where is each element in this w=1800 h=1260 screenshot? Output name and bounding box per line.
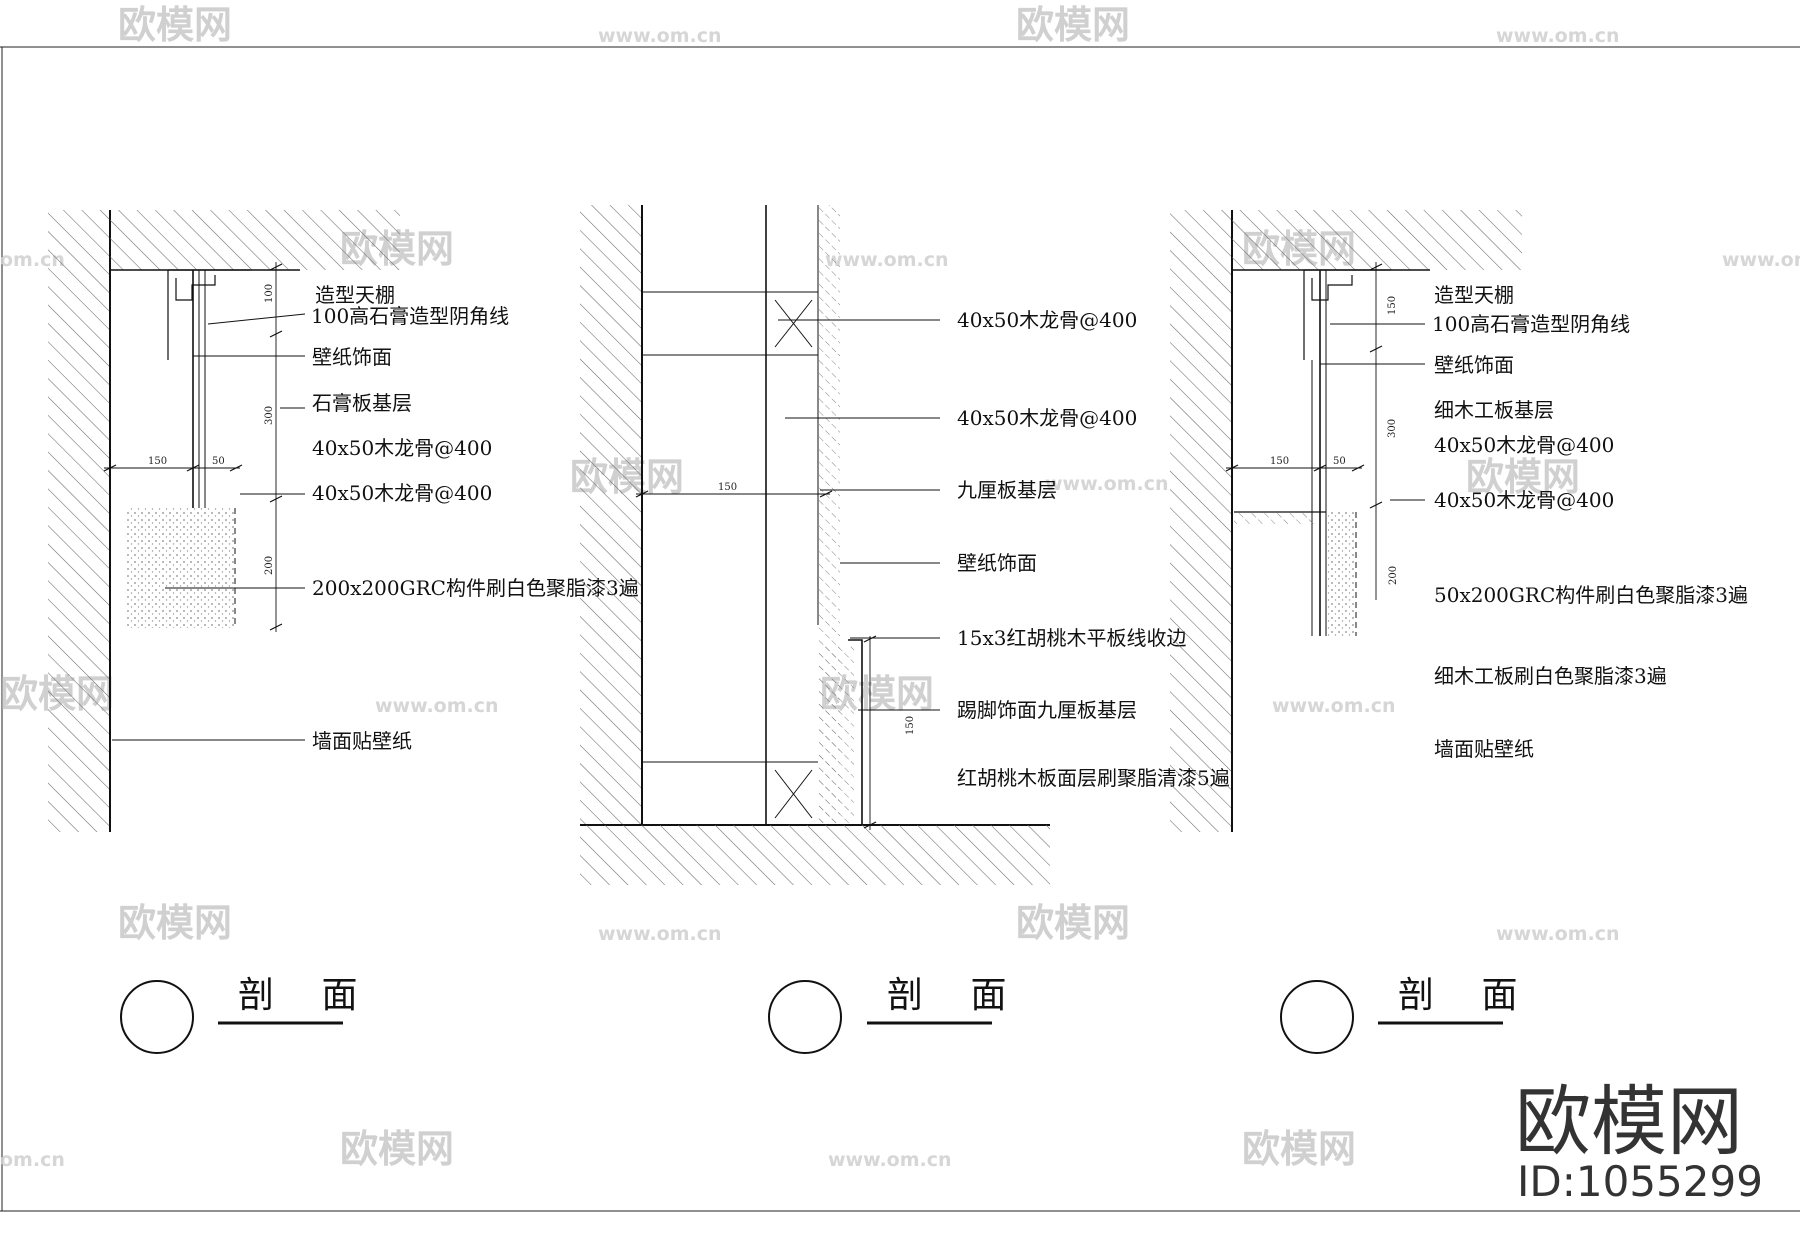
ceiling-slab-hatch <box>1232 210 1522 270</box>
label-wood-keel-2: 40x50木龙骨@400 <box>957 406 1137 430</box>
watermark-url: www.om.cn <box>1272 695 1396 717</box>
section-symbol-circle <box>1280 980 1354 1054</box>
gypsum-cornice <box>167 269 250 360</box>
watermark-url: www.om.cn <box>1496 25 1620 47</box>
label-wall-wallpaper: 墙面贴壁纸 <box>1434 737 1534 761</box>
watermark-url: www.om.cn <box>598 923 722 945</box>
leader-lines <box>112 313 306 741</box>
label-wallpaper-finish: 壁纸饰面 <box>1434 353 1514 377</box>
watermark-url: www.om.cn <box>375 695 499 717</box>
label-wall-wallpaper: 墙面贴壁纸 <box>312 729 412 753</box>
watermark-brand: 欧模网 <box>118 3 232 47</box>
watermark-url: www.om.cn <box>825 249 949 271</box>
grc-component <box>1326 512 1356 636</box>
label-grc-component: 50x200GRC构件刷白色聚脂漆3遍 <box>1434 583 1748 607</box>
section-2: 150 150 40x50木龙骨@400 40x50木龙骨@400 九厘板基层 … <box>580 205 1230 1054</box>
watermark-url: www.om.cn <box>1722 249 1800 271</box>
label-wallpaper-finish: 壁纸饰面 <box>957 551 1037 575</box>
dim-text: 100 <box>264 284 275 303</box>
label-wood-keel-1: 40x50木龙骨@400 <box>1434 433 1614 457</box>
brand-logo-text: 欧模网 <box>1515 1077 1743 1166</box>
label-wood-keel-1: 40x50木龙骨@400 <box>312 436 492 460</box>
label-blockboard-paint: 细木工板刷白色聚脂漆3遍 <box>1434 664 1667 688</box>
section-title: 剖 面 <box>887 975 1024 1016</box>
floor-slab-hatch <box>580 825 1050 885</box>
label-wood-keel-1: 40x50木龙骨@400 <box>957 308 1137 332</box>
model-id-text: ID:1055299 <box>1517 1157 1763 1206</box>
wood-keel-blocks <box>642 291 818 819</box>
label-gypsum-base: 石膏板基层 <box>312 391 412 415</box>
dim-text: 150 <box>905 716 916 735</box>
section-title: 剖 面 <box>238 975 375 1016</box>
dim-text: 300 <box>264 406 275 425</box>
label-shaped-ceiling: 造型天棚 <box>1434 283 1514 307</box>
leader-lines <box>778 319 940 826</box>
label-wood-keel-2: 40x50木龙骨@400 <box>1434 488 1614 512</box>
dim-text: 300 <box>1387 419 1398 438</box>
label-wood-keel-2: 40x50木龙骨@400 <box>312 481 492 505</box>
watermark-brand: 欧模网 <box>340 1127 454 1171</box>
label-plywood-base: 九厘板基层 <box>957 478 1057 502</box>
leader-lines <box>1320 323 1425 501</box>
watermark-brand: 欧模网 <box>1242 1127 1356 1171</box>
skirting-board <box>848 639 863 825</box>
dim-text: 50 <box>212 456 225 467</box>
ceiling-slab-hatch <box>110 210 400 270</box>
label-wallpaper-finish: 壁纸饰面 <box>312 345 392 369</box>
label-blockboard-base: 细木工板基层 <box>1434 398 1554 422</box>
section-symbol-circle <box>120 980 194 1054</box>
dim-text: 150 <box>148 456 167 467</box>
watermark-url: www.om.cn <box>598 25 722 47</box>
label-cornice: 100高石膏造型阴角线 <box>1432 312 1630 336</box>
watermark-brand: 欧模网 <box>1466 455 1580 499</box>
section-1: 100 300 200 150 50 造型天棚 100高石膏造型阴角线 壁纸饰面… <box>48 210 639 1054</box>
label-cornice: 100高石膏造型阴角线 <box>311 304 509 328</box>
dim-text: 150 <box>718 482 737 493</box>
skirting-base-hatch <box>818 645 854 825</box>
label-skirting-base: 踢脚饰面九厘板基层 <box>957 698 1137 722</box>
watermark-brand: 欧模网 <box>1016 3 1130 47</box>
dim-text: 200 <box>264 556 275 575</box>
watermark-brand: 欧模网 <box>1016 901 1130 945</box>
grc-component <box>125 508 235 628</box>
dim-text: 200 <box>1388 566 1399 585</box>
label-walnut-trim: 15x3红胡桃木平板线收边 <box>957 626 1186 650</box>
wall-hatch <box>48 210 110 832</box>
wall-hatch <box>1170 210 1232 832</box>
section-3: 150 300 200 150 50 造型天棚 100高石膏造型阴角线 壁纸饰面… <box>1170 210 1748 1054</box>
section-symbol-circle <box>768 980 842 1054</box>
watermark-url: www.om.cn <box>1045 473 1169 495</box>
watermark-brand: 欧模网 <box>118 901 232 945</box>
dim-text: 50 <box>1333 456 1346 467</box>
wall-hatch <box>580 205 642 825</box>
gypsum-cornice <box>1303 269 1390 360</box>
watermark-url: om.cn <box>0 1149 65 1171</box>
watermark-url: www.om.cn <box>828 1149 952 1171</box>
label-shaped-ceiling: 造型天棚 <box>315 283 395 307</box>
dim-text: 150 <box>1270 456 1289 467</box>
section-title: 剖 面 <box>1398 975 1535 1016</box>
watermark-url: www.om.cn <box>1496 923 1620 945</box>
dim-text: 150 <box>1387 296 1398 315</box>
